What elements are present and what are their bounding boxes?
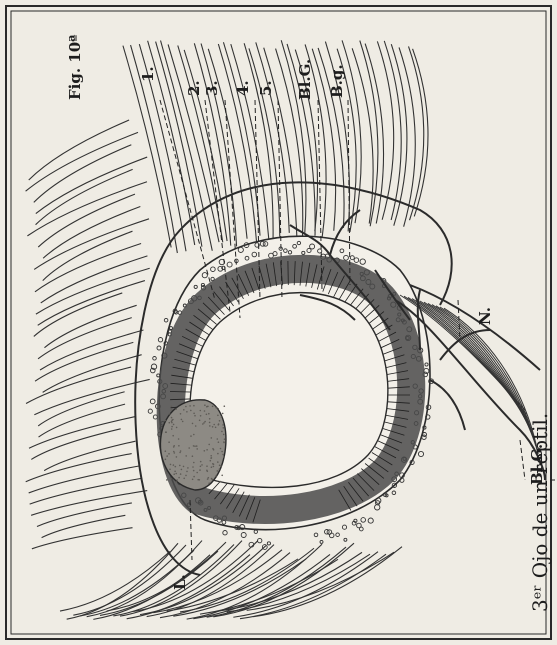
label-5: 5. — [259, 80, 274, 96]
muscle-fibers-bottom — [60, 541, 402, 620]
caption: 3ᵉʳ Ojo de un reptil. — [530, 413, 550, 612]
label-lens: L. — [173, 574, 188, 590]
label-4: 4. — [236, 80, 251, 96]
muscle-fibers-left — [26, 120, 150, 549]
label-bg: B.g. — [330, 64, 345, 98]
label-3: 3. — [205, 80, 220, 96]
label-n: N. — [478, 307, 493, 325]
label-big-top: Bl.G. — [298, 59, 313, 100]
figure-number: Fig. 10ª — [68, 35, 83, 100]
muscle-fibers-top — [123, 40, 428, 253]
label-2: 2. — [187, 80, 202, 96]
label-1: 1. — [141, 66, 156, 82]
